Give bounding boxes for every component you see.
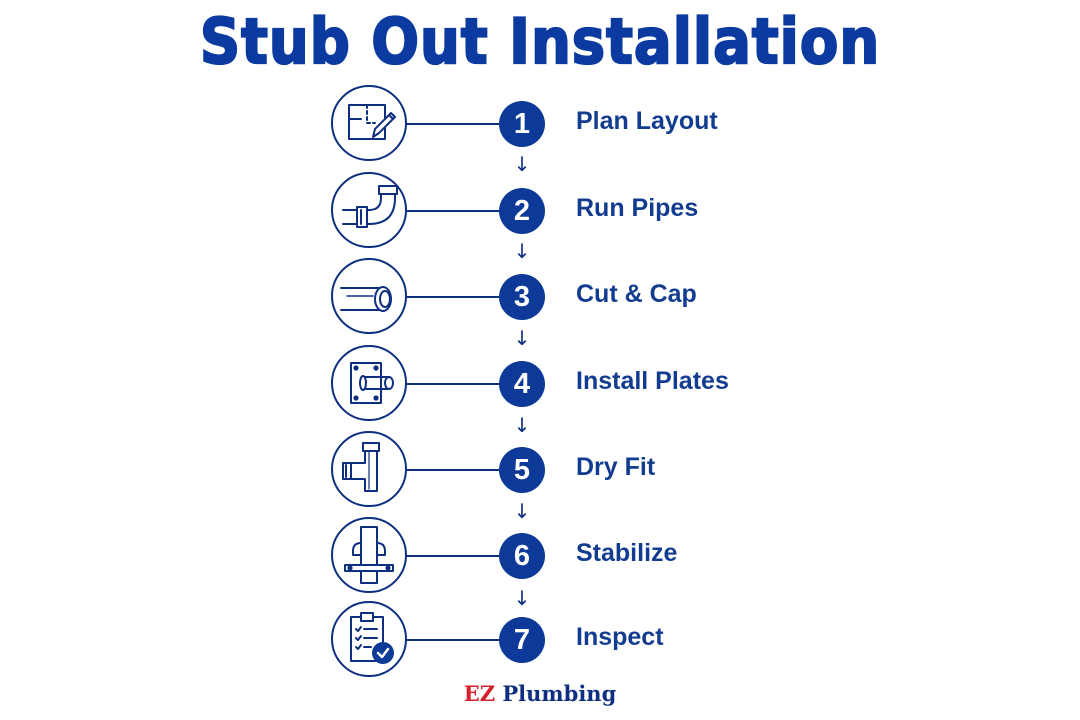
clipboard-check-icon [331, 601, 407, 677]
step-4: 4 Install Plates [0, 345, 1080, 425]
step-3: 3 Cut & Cap [0, 258, 1080, 338]
page-title: Stub Out Installation [199, 5, 881, 80]
step-number-badge: 5 [499, 447, 545, 493]
step-label: Install Plates [576, 367, 729, 395]
step-number-badge: 2 [499, 188, 545, 234]
step-number-badge: 3 [499, 274, 545, 320]
connector-line [407, 555, 499, 557]
down-arrow-icon: ↓ [513, 413, 531, 437]
connector-line [407, 383, 499, 385]
brand-logo: EZ Plumbing [0, 681, 1080, 706]
down-arrow-icon: ↓ [513, 586, 531, 610]
down-arrow-icon: ↓ [513, 499, 531, 523]
step-number-badge: 6 [499, 533, 545, 579]
step-label: Plan Layout [576, 107, 718, 135]
connector-line [407, 123, 499, 125]
step-label: Inspect [576, 623, 664, 651]
tee-fitting-icon [331, 431, 407, 507]
step-6: 6 Stabilize [0, 517, 1080, 597]
stub-out-plate-icon [331, 345, 407, 421]
step-label: Stabilize [576, 539, 678, 567]
down-arrow-icon: ↓ [513, 239, 531, 263]
pipe-cap-icon [331, 258, 407, 334]
step-label: Cut & Cap [576, 280, 697, 308]
pipe-elbow-icon [331, 172, 407, 248]
step-5: 5 Dry Fit [0, 431, 1080, 511]
connector-line [407, 210, 499, 212]
step-2: 2 Run Pipes [0, 172, 1080, 252]
step-label: Dry Fit [576, 453, 656, 481]
pipe-bracket-icon [331, 517, 407, 593]
step-number-badge: 1 [499, 101, 545, 147]
step-7: 7 Inspect [0, 601, 1080, 681]
down-arrow-icon: ↓ [513, 326, 531, 350]
brand-part-ez: EZ [463, 681, 496, 706]
connector-line [407, 296, 499, 298]
step-number-badge: 4 [499, 361, 545, 407]
connector-line [407, 639, 499, 641]
connector-line [407, 469, 499, 471]
brand-part-plumbing: Plumbing [502, 681, 617, 706]
floor-plan-pencil-icon [331, 85, 407, 161]
down-arrow-icon: ↓ [513, 152, 531, 176]
step-number-badge: 7 [499, 617, 545, 663]
step-1: 1 Plan Layout [0, 85, 1080, 165]
step-label: Run Pipes [576, 194, 699, 222]
